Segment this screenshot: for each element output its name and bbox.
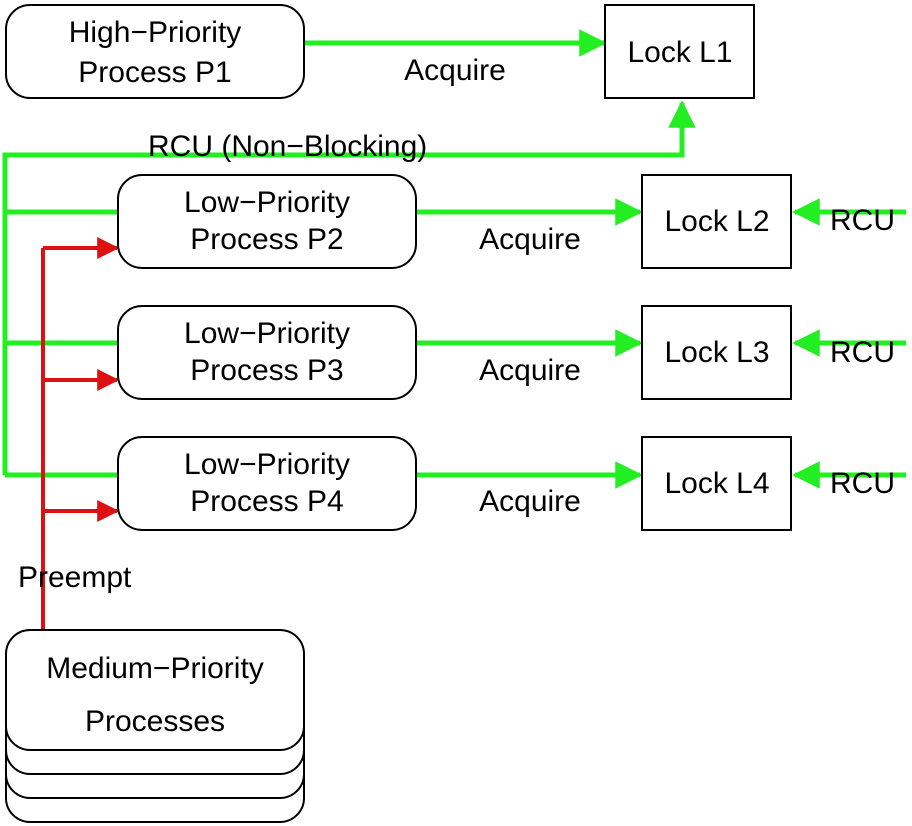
preempt-lines	[41, 237, 120, 630]
lock-box-l3	[641, 305, 792, 400]
process-box-p3	[117, 305, 417, 400]
acquire-label-p1: Acquire	[404, 54, 506, 87]
process-medium-line2: Processes	[85, 705, 225, 738]
process-p3-line2: Process P3	[190, 354, 343, 387]
process-medium-line1: Medium−Priority	[46, 652, 264, 685]
rcu-label-l2: RCU	[830, 204, 895, 237]
lock-l1-label: Lock L1	[627, 36, 732, 69]
process-box-p2	[117, 174, 417, 269]
rcu-label-l4: RCU	[830, 467, 895, 500]
acquire-label-p2: Acquire	[479, 223, 581, 256]
process-p1-line1: High−Priority	[69, 16, 242, 49]
process-p2-line2: Process P2	[190, 223, 343, 256]
process-p4: Low−Priority Process P4	[117, 436, 417, 531]
rcu-nonblocking-trunk	[2, 100, 696, 475]
rcu-lines	[2, 29, 906, 489]
lock-l3-label: Lock L3	[664, 336, 769, 369]
acquire-label-p3: Acquire	[479, 354, 581, 387]
lock-l4: Lock L4	[641, 436, 792, 531]
process-box-p1	[5, 4, 305, 99]
edge-labels: Acquire Acquire Acquire Acquire RCU (Non…	[18, 54, 895, 594]
lock-box-l1	[604, 4, 755, 99]
lock-l2-label: Lock L2	[664, 205, 769, 238]
process-p4-line1: Low−Priority	[184, 448, 350, 481]
medium-priority-stack: Medium−Priority Processes	[5, 629, 305, 823]
process-p3-line1: Low−Priority	[184, 317, 350, 350]
preempt-label: Preempt	[18, 561, 132, 594]
process-p4-line2: Process P4	[190, 485, 343, 518]
rcu-nonblocking-label: RCU (Non−Blocking)	[148, 130, 427, 163]
lock-l4-label: Lock L4	[664, 467, 769, 500]
lock-l1: Lock L1	[604, 4, 755, 99]
process-p1: High−Priority Process P1	[5, 4, 305, 99]
process-p2-line1: Low−Priority	[184, 186, 350, 219]
lock-box-l4	[641, 436, 792, 531]
lock-box-l2	[641, 174, 792, 269]
process-p2: Low−Priority Process P2	[117, 174, 417, 269]
process-box-medium	[5, 629, 305, 751]
process-box-p4	[117, 436, 417, 531]
lock-l2: Lock L2	[641, 174, 792, 269]
rcu-label-l3: RCU	[830, 336, 895, 369]
lock-l3: Lock L3	[641, 305, 792, 400]
acquire-label-p4: Acquire	[479, 485, 581, 518]
process-p1-line2: Process P1	[78, 56, 231, 89]
process-p3: Low−Priority Process P3	[117, 305, 417, 400]
